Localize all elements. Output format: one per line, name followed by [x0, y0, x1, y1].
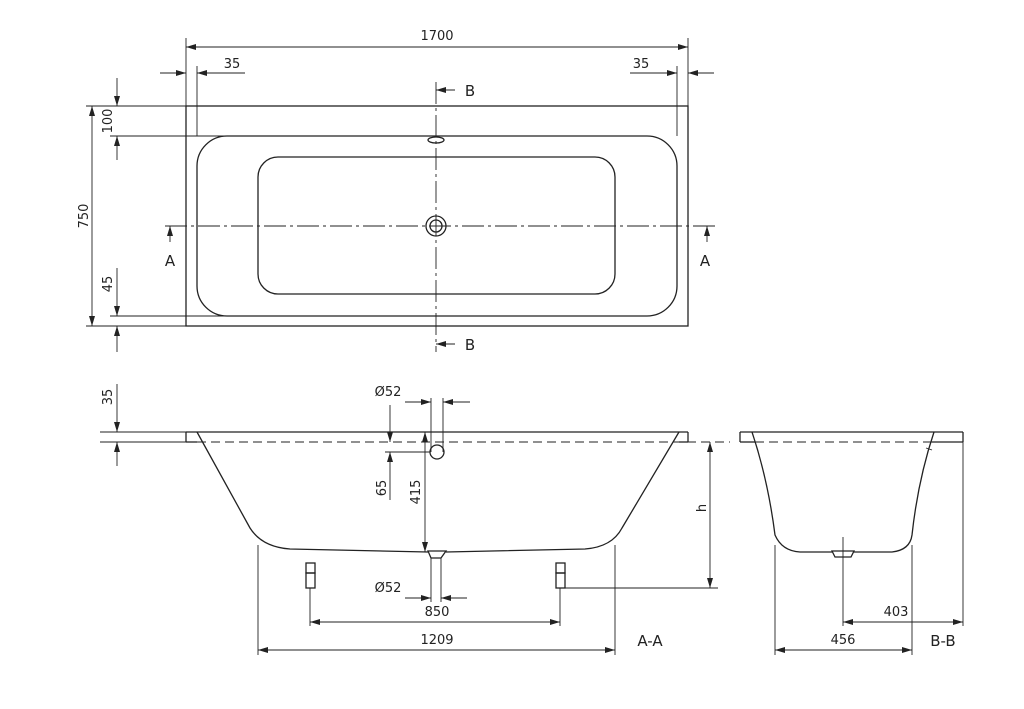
- dim-rim-thickness: 35: [101, 389, 116, 406]
- foot-right-icon: [555, 562, 566, 589]
- tub-body-profile: [196, 431, 680, 553]
- dim-overflow-diameter: Ø52: [375, 385, 402, 400]
- section-b-top-label: B: [465, 82, 475, 100]
- dim-bottom-length: 1209: [420, 633, 453, 648]
- dim-height: h: [695, 504, 710, 512]
- dim-rim-right: 35: [633, 57, 650, 72]
- dim-rim-bottom: 45: [101, 276, 116, 293]
- overflow-icon: [429, 444, 445, 460]
- section-bb-title: B-B: [930, 632, 955, 650]
- section-a-left-label: A: [165, 252, 176, 270]
- dim-rim-top: 100: [101, 109, 116, 134]
- dim-feet-spacing: 850: [425, 605, 450, 620]
- tub-outline: [185, 105, 689, 327]
- dim-drain-diameter: Ø52: [375, 581, 402, 596]
- dim-overflow-offset: 65: [375, 480, 390, 497]
- dim-overall-length: 1700: [420, 29, 453, 44]
- top-view: 1700 35 35 750 100 45 A A B B: [77, 29, 715, 354]
- basin-floor: [257, 156, 616, 295]
- section-aa-view: 35 Ø52 65 415 h Ø52 850 1209: [100, 384, 730, 655]
- dim-rim-left: 35: [224, 57, 241, 72]
- dim-overall-width: 750: [77, 204, 92, 229]
- dim-depth: 415: [409, 480, 424, 505]
- dim-drain-offset: 403: [884, 605, 909, 620]
- section-bb-view: 403 456 B-B: [739, 431, 964, 655]
- dim-bottom-width: 456: [831, 633, 856, 648]
- section-b-bottom-label: B: [465, 336, 475, 354]
- section-aa-title: A-A: [637, 632, 663, 650]
- section-a-right-label: A: [700, 252, 711, 270]
- drain-outlet-icon: [427, 550, 448, 559]
- foot-left-icon: [305, 562, 316, 589]
- tub-body-profile-bb: [751, 431, 935, 553]
- drain-outlet-icon-bb: [830, 550, 856, 558]
